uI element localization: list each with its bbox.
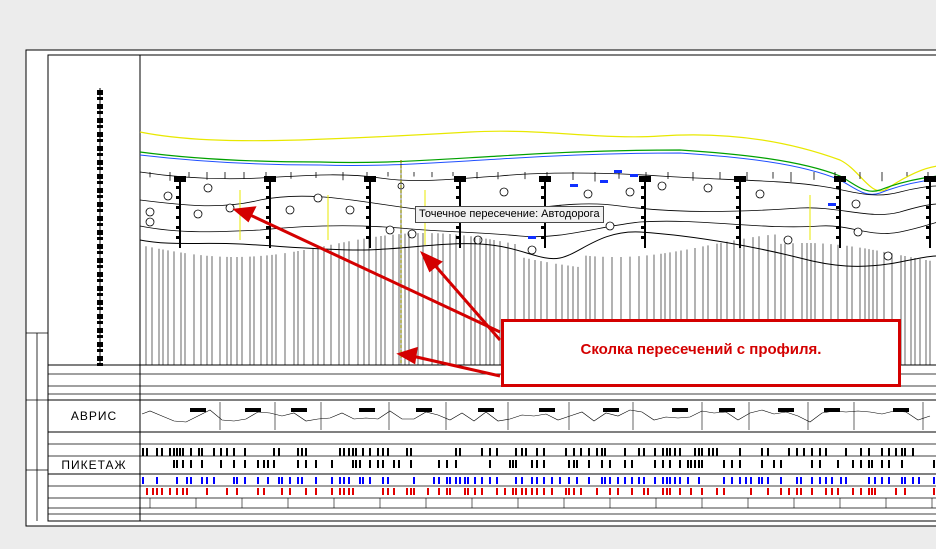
- crosshair-icon[interactable]: [397, 182, 405, 190]
- ground-line-green: [139, 149, 936, 192]
- data-row-marks: [141, 402, 935, 508]
- callout-box: Сколка пересечений с профиля.: [501, 319, 901, 387]
- row-label-avris: АВРИС: [70, 409, 118, 423]
- sheet-frame: [25, 49, 936, 527]
- borehole-columns: [174, 176, 936, 248]
- arrow-icon: [232, 206, 502, 378]
- inner-frame: [47, 54, 936, 522]
- intersection-tooltip: Точечное пересечение: Автодорога: [415, 206, 604, 223]
- elevation-scale-ticks: [97, 90, 103, 366]
- ground-line-blue: [139, 152, 936, 195]
- ground-line-yellow: [139, 130, 936, 192]
- row-label-piketazh: ПИКЕТАЖ: [61, 458, 127, 472]
- callout-text: Сколка пересечений с профиля.: [580, 341, 822, 358]
